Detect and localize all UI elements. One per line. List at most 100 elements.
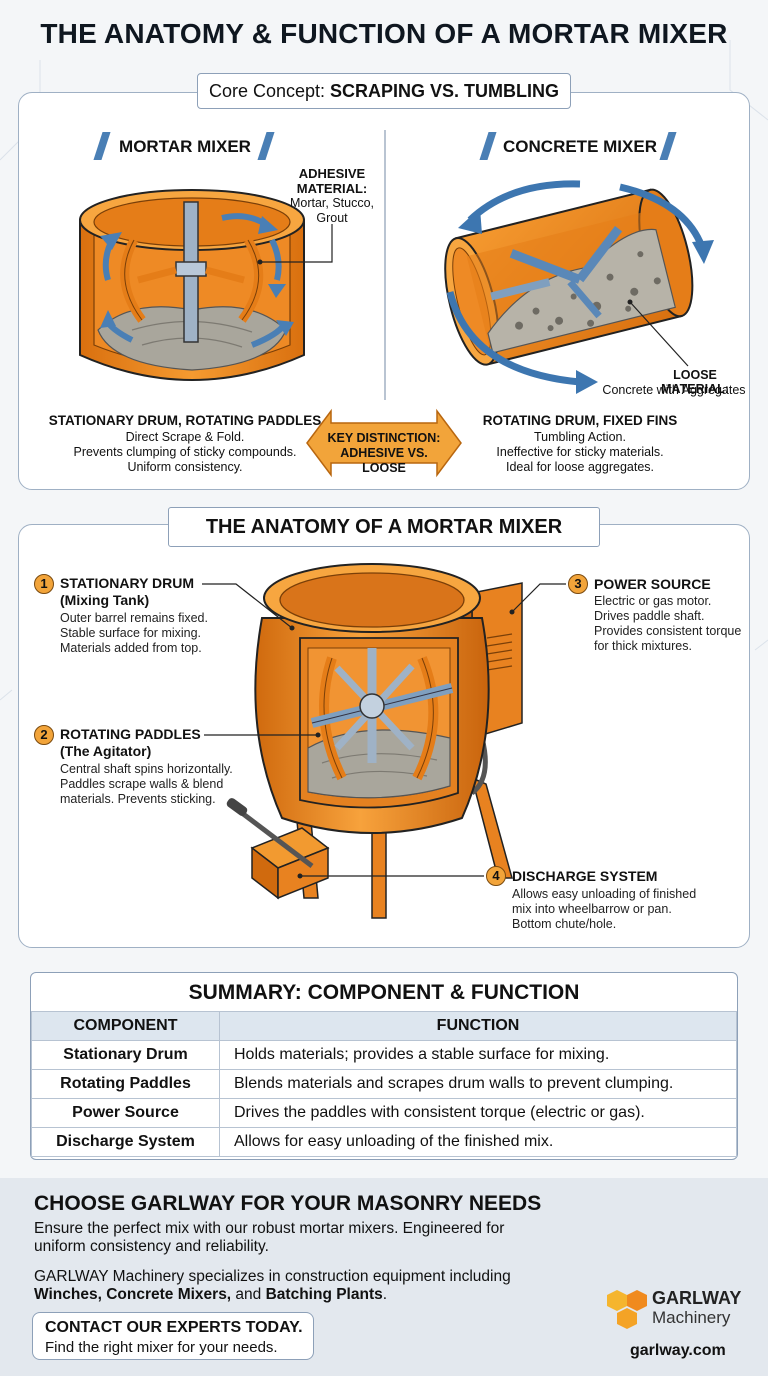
mortar-caption-text: Direct Scrape & Fold. Prevents clumping … bbox=[40, 430, 330, 475]
logo-line2: Machinery bbox=[652, 1308, 731, 1327]
concrete-mixer-illustration bbox=[444, 180, 714, 394]
mortar-mixer-anatomy-illustration bbox=[226, 563, 523, 919]
batching-plants-bold: Batching Plants bbox=[265, 1286, 383, 1303]
adhesive-material-title: ADHESIVE MATERIAL: bbox=[292, 166, 372, 196]
footer-text-1-line1: Ensure the perfect mix with our robust m… bbox=[34, 1220, 505, 1237]
concrete-mixer-heading: CONCRETE MIXER bbox=[503, 137, 657, 156]
contact-experts-text: Find the right mixer for your needs. bbox=[45, 1339, 278, 1356]
garlway-logo-icon bbox=[607, 1290, 647, 1329]
stationary-drum-desc: Outer barrel remains fixed. Stable surfa… bbox=[60, 611, 208, 656]
discharge-system-desc: Allows easy unloading of finished mix in… bbox=[512, 887, 696, 932]
footer-title: CHOOSE GARLWAY FOR YOUR MASONRY NEEDS bbox=[34, 1192, 542, 1215]
key-distinction-text: KEY DISTINCTION: ADHESIVE VS. LOOSE bbox=[317, 431, 451, 476]
rotating-paddles-title-line1: ROTATING PADDLES bbox=[60, 726, 201, 742]
table-cell-function: Drives the paddles with consistent torqu… bbox=[219, 1098, 737, 1128]
core-concept-emphasis: SCRAPING VS. TUMBLING bbox=[330, 81, 560, 101]
core-concept-pill: Core Concept: SCRAPING VS. TUMBLING bbox=[197, 73, 571, 109]
adhesive-material-text: Mortar, Stucco, Grout bbox=[286, 196, 378, 226]
table-cell-function: Holds materials; provides a stable surfa… bbox=[219, 1040, 737, 1070]
product-list-joiner: and bbox=[231, 1286, 266, 1303]
table-cell-component: Power Source bbox=[31, 1098, 220, 1128]
adhesive-title-line1: ADHESIVE bbox=[298, 166, 366, 181]
adhesive-text-line1: Mortar, Stucco, bbox=[289, 196, 375, 210]
summary-table: COMPONENT FUNCTION Stationary Drum Holds… bbox=[31, 1011, 737, 1157]
footer-text-2-line2: Winches, Concrete Mixers, and Batching P… bbox=[34, 1286, 511, 1304]
mortar-caption-title: STATIONARY DRUM, ROTATING PADDLES bbox=[48, 413, 322, 428]
website-link[interactable]: garlway.com bbox=[630, 1342, 726, 1359]
table-cell-component: Rotating Paddles bbox=[31, 1069, 220, 1099]
power-source-desc: Electric or gas motor. Drives paddle sha… bbox=[594, 594, 741, 654]
adhesive-title-line2: MATERIAL: bbox=[296, 181, 368, 196]
core-concept-prefix: Core Concept: bbox=[208, 81, 331, 101]
key-distinction-line1: KEY DISTINCTION: bbox=[327, 431, 441, 445]
table-row: Discharge System Allows for easy unloadi… bbox=[31, 1127, 737, 1157]
rotating-paddles-desc-line3: materials. Prevents sticking. bbox=[60, 792, 216, 806]
footer-text-2-line1: GARLWAY Machinery specializes in constru… bbox=[34, 1268, 511, 1285]
garlway-logo-text: GARLWAY Machinery bbox=[652, 1288, 742, 1328]
rotating-paddles-title-line2: (The Agitator) bbox=[60, 743, 152, 759]
discharge-system-desc-line1: Allows easy unloading of finished bbox=[512, 887, 697, 901]
discharge-system-desc-line2: mix into wheelbarrow or pan. bbox=[512, 902, 672, 916]
logo-line1: GARLWAY bbox=[652, 1288, 742, 1308]
power-source-desc-line4: for thick mixtures. bbox=[594, 639, 692, 653]
column-header-component: COMPONENT bbox=[31, 1011, 220, 1041]
discharge-system-title: DISCHARGE SYSTEM bbox=[512, 868, 658, 884]
table-row: Stationary Drum Holds materials; provide… bbox=[31, 1040, 737, 1070]
stationary-drum-title-line1: STATIONARY DRUM bbox=[60, 575, 195, 591]
contact-experts-button[interactable]: CONTACT OUR EXPERTS TODAY. Find the righ… bbox=[32, 1312, 314, 1360]
mortar-caption-line1: Direct Scrape & Fold. bbox=[125, 430, 245, 444]
summary-table-header: COMPONENT FUNCTION bbox=[31, 1011, 737, 1041]
table-cell-component: Discharge System bbox=[31, 1127, 220, 1157]
table-cell-function: Blends materials and scrapes drum walls … bbox=[219, 1069, 737, 1099]
section-divider bbox=[384, 130, 386, 400]
footer-text-1-line2: uniform consistency and reliability. bbox=[34, 1238, 269, 1255]
stationary-drum-desc-line2: Stable surface for mixing. bbox=[60, 626, 202, 640]
rotating-paddles-desc-line2: Paddles scrape walls & blend bbox=[60, 777, 224, 791]
adhesive-leader-line bbox=[257, 224, 333, 265]
footer-text-1: Ensure the perfect mix with our robust m… bbox=[34, 1220, 504, 1256]
callout-number-2: 2 bbox=[34, 725, 54, 745]
mortar-mixer-illustration bbox=[79, 189, 305, 381]
loose-material-title: LOOSE MATERIAL: bbox=[661, 368, 729, 396]
summary-title: SUMMARY: COMPONENT & FUNCTION bbox=[188, 981, 580, 1004]
product-list-bold: Winches, Concrete Mixers, bbox=[34, 1286, 232, 1303]
stationary-drum-desc-line1: Outer barrel remains fixed. bbox=[60, 611, 208, 625]
loose-leader-line bbox=[627, 299, 689, 367]
rotating-paddles-desc-line1: Central shaft spins horizontally. bbox=[60, 762, 233, 776]
concrete-caption-line3: Ideal for loose aggregates. bbox=[505, 460, 655, 474]
concrete-caption-line1: Tumbling Action. bbox=[534, 430, 626, 444]
power-source-desc-line2: Drives paddle shaft. bbox=[594, 609, 705, 623]
concrete-caption-line2: Ineffective for sticky materials. bbox=[496, 445, 664, 459]
discharge-system-desc-line3: Bottom chute/hole. bbox=[512, 917, 617, 931]
key-distinction-arrow bbox=[306, 408, 462, 478]
callout-number-4: 4 bbox=[486, 866, 506, 886]
table-cell-function: Allows for easy unloading of the finishe… bbox=[219, 1127, 737, 1157]
stationary-drum-title-line2: (Mixing Tank) bbox=[60, 592, 150, 608]
callout-number-3: 3 bbox=[568, 574, 588, 594]
mortar-mixer-heading: MORTAR MIXER bbox=[119, 137, 251, 156]
adhesive-text-line2: Grout bbox=[316, 211, 348, 225]
concrete-caption-title: ROTATING DRUM, FIXED FINS bbox=[482, 413, 678, 428]
table-row: Rotating Paddles Blends materials and sc… bbox=[31, 1069, 737, 1099]
table-cell-component: Stationary Drum bbox=[31, 1040, 220, 1070]
mortar-caption-line3: Uniform consistency. bbox=[127, 460, 243, 474]
anatomy-leader-lines bbox=[202, 583, 566, 879]
callout-number-1: 1 bbox=[34, 574, 54, 594]
power-source-title: POWER SOURCE bbox=[594, 576, 711, 592]
mortar-caption-line2: Prevents clumping of sticky compounds. bbox=[73, 445, 297, 459]
footer-text-2: GARLWAY Machinery specializes in constru… bbox=[34, 1268, 511, 1304]
concrete-caption-text: Tumbling Action. Ineffective for sticky … bbox=[460, 430, 700, 475]
rotating-paddles-desc: Central shaft spins horizontally. Paddle… bbox=[60, 762, 233, 807]
key-distinction-line2: ADHESIVE VS. LOOSE bbox=[340, 446, 428, 475]
table-row: Power Source Drives the paddles with con… bbox=[31, 1098, 737, 1128]
loose-material-text: Concrete with Aggregates bbox=[602, 383, 746, 397]
power-source-desc-line1: Electric or gas motor. bbox=[594, 594, 712, 608]
power-source-desc-line3: Provides consistent torque bbox=[594, 624, 742, 638]
column-header-function: FUNCTION bbox=[219, 1011, 737, 1041]
rotating-paddles-title: ROTATING PADDLES (The Agitator) bbox=[60, 726, 201, 760]
anatomy-heading: THE ANATOMY OF A MORTAR MIXER bbox=[168, 507, 600, 547]
stationary-drum-desc-line3: Materials added from top. bbox=[60, 641, 202, 655]
product-list-end: . bbox=[382, 1286, 388, 1303]
page-title: THE ANATOMY & FUNCTION OF A MORTAR MIXER bbox=[40, 18, 728, 49]
stationary-drum-title: STATIONARY DRUM (Mixing Tank) bbox=[60, 575, 194, 609]
